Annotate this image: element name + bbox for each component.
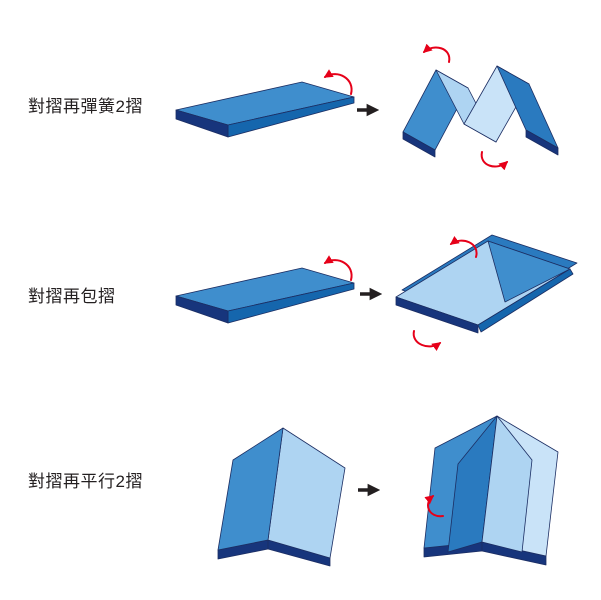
paper-open-edge <box>175 109 229 138</box>
spring-2-fold-paper-icon <box>402 65 559 158</box>
half-fold-paper-icon <box>175 81 355 138</box>
fold-direction-arrow-icon <box>323 255 353 281</box>
row-label-wrap-fold: 對摺再包摺 <box>28 287 116 306</box>
paper-bottom-edge <box>477 268 574 333</box>
fold-direction-arrow-icon <box>480 151 509 171</box>
fold-direction-arrow-icon <box>422 43 451 63</box>
fold-direction-arrow-icon <box>424 495 444 518</box>
parallel-2-fold-paper-icon <box>423 415 559 566</box>
fold-direction-arrow-icon <box>449 235 478 258</box>
row-spring-fold-illustration <box>175 43 559 171</box>
row-wrap-fold-illustration <box>175 234 578 352</box>
paper-bottom-edge <box>525 129 559 156</box>
paper-bottom-edge <box>402 131 436 158</box>
half-fold-open-paper-icon <box>217 427 346 567</box>
wrap-fold-paper-icon <box>395 234 578 334</box>
row-parallel-fold-illustration <box>217 415 559 567</box>
paper-wrap-flap <box>487 240 571 303</box>
row-label-spring-fold: 對摺再彈簧2摺 <box>28 97 143 116</box>
fold-direction-arrow-icon <box>412 330 442 352</box>
paper-open-edge <box>175 295 229 324</box>
fold-direction-arrow-icon <box>323 69 353 95</box>
paper-bottom-edge <box>395 296 479 334</box>
half-fold-paper-icon <box>175 267 355 324</box>
row-label-parallel-fold: 對摺再平行2摺 <box>28 472 143 491</box>
paper-inner-pleat <box>481 415 533 553</box>
paper-panel <box>217 427 284 551</box>
